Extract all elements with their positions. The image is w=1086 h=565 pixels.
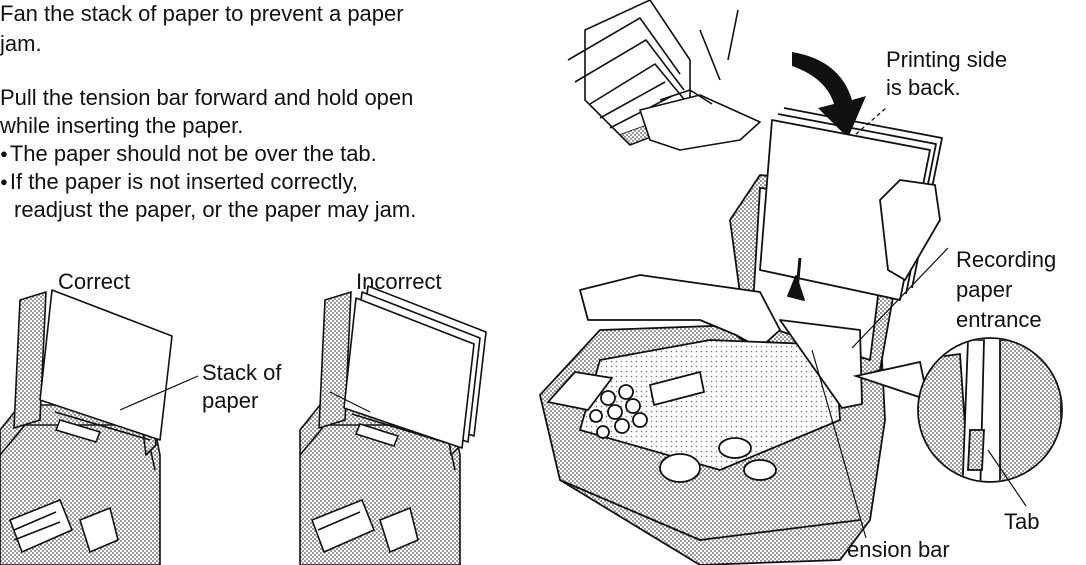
correct-figure xyxy=(0,290,198,565)
fax-machine-illustration xyxy=(540,108,948,565)
tab-detail-magnifier xyxy=(856,338,1062,506)
incorrect-figure xyxy=(300,286,486,565)
fanning-paper-illustration xyxy=(568,0,760,150)
